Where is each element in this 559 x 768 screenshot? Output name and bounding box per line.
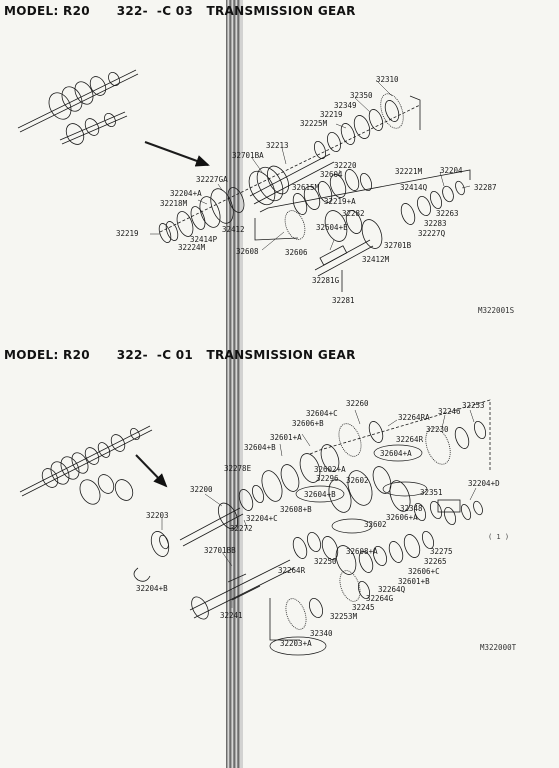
- part-label: 32278E: [224, 464, 252, 473]
- callout-ovals: [269, 444, 428, 656]
- part-label: 32265: [424, 557, 447, 566]
- part-label: 32615M: [292, 183, 320, 192]
- part-label: 32310: [376, 75, 399, 84]
- top-lower-shaft: [314, 239, 374, 292]
- part-label: 32253: [462, 401, 485, 410]
- page-fold-shadow: [226, 0, 240, 768]
- part-label: 32351: [420, 488, 443, 497]
- top-right-parts: [254, 169, 471, 241]
- part-label: 32219: [320, 110, 343, 119]
- part-label: 32601+A: [270, 433, 302, 442]
- top-arrow: [144, 141, 210, 167]
- part-label: 32260: [346, 399, 369, 408]
- part-label: 32230: [426, 425, 449, 434]
- part-label: 32701BA: [232, 151, 264, 160]
- part-label: 32604+E: [316, 223, 348, 232]
- part-label: 32604: [320, 170, 343, 179]
- page-fold-edge: [240, 0, 243, 768]
- part-label: 32608: [236, 247, 259, 256]
- bottom-countershaft: [189, 530, 435, 641]
- part-label: 32340: [310, 629, 333, 638]
- part-label: 32606+C: [408, 567, 440, 576]
- bottom-diagram-title: MODEL: R20 322- -C 01 TRANSMISSION GEAR: [4, 348, 356, 362]
- part-label: 32203+A: [280, 639, 312, 648]
- part-label: 32604+C: [306, 409, 338, 418]
- part-label: 32296: [316, 474, 339, 483]
- part-label: 32606: [285, 248, 308, 257]
- part-label: 32281G: [312, 276, 340, 285]
- part-label: 32349: [334, 101, 357, 110]
- part-label: 32608+A: [346, 547, 378, 556]
- part-label: 32264RA: [398, 413, 430, 422]
- part-label: 32414Q: [400, 183, 428, 192]
- part-label: 32203: [146, 511, 169, 520]
- part-label: 32220: [334, 161, 357, 170]
- bottom-main-shaft: [179, 420, 487, 547]
- part-label: 32245: [352, 603, 375, 612]
- part-label: 32204+A: [170, 189, 202, 198]
- part-label: 32264R: [396, 435, 424, 444]
- bottom-drawing-code: M322000T: [480, 643, 517, 652]
- part-label: 32281: [332, 296, 355, 305]
- part-label: 32264Q: [378, 585, 406, 594]
- top-overview-assembly: [17, 69, 139, 145]
- part-label: 32602: [364, 520, 387, 529]
- part-label: 32241: [220, 611, 243, 620]
- top-middle-parts: [284, 169, 383, 249]
- bottom-left-bearing: [133, 531, 170, 582]
- part-label: 32601+B: [398, 577, 430, 586]
- part-label: 32348: [400, 504, 423, 513]
- part-label: 32200: [190, 485, 213, 494]
- part-label: 32275: [430, 547, 453, 556]
- part-label: 32606+A: [386, 513, 418, 522]
- part-label: 32221M: [395, 167, 423, 176]
- top-diagram-title: MODEL: R20 322- -C 03 TRANSMISSION GEAR: [4, 4, 356, 18]
- part-label: 32204+B: [136, 584, 168, 593]
- part-label: 32264R: [278, 566, 306, 575]
- part-label: 32246: [438, 407, 461, 416]
- part-label: 32227Q: [418, 229, 446, 238]
- part-label: 32213: [266, 141, 289, 150]
- part-label: 32225M: [300, 119, 328, 128]
- bottom-arrow: [135, 454, 168, 488]
- part-label: 32282: [342, 209, 365, 218]
- part-label: 32218M: [160, 199, 188, 208]
- part-label: 32604+B: [244, 443, 276, 452]
- part-label: 32287: [474, 183, 497, 192]
- page-marker: ( 1 ): [488, 533, 510, 541]
- part-label: 32602+A: [314, 465, 346, 474]
- part-label: 32701B: [384, 241, 412, 250]
- part-label: 32264G: [366, 594, 394, 603]
- part-label: 32412M: [362, 255, 390, 264]
- part-label: 32350: [350, 91, 373, 100]
- part-label: 32608+B: [280, 505, 312, 514]
- bottom-overview-assembly: [19, 425, 153, 505]
- part-label: 32412: [222, 225, 245, 234]
- part-label: 32253M: [330, 612, 358, 621]
- part-label: 32204+D: [468, 479, 500, 488]
- part-label: 32604+B: [304, 490, 336, 499]
- part-label: 32263: [436, 209, 459, 218]
- part-label: 32219: [116, 229, 139, 238]
- part-label: 32283: [424, 219, 447, 228]
- top-input-shaft: [248, 153, 335, 206]
- part-label: 32224M: [178, 243, 206, 252]
- top-drawing-code: M322001S: [478, 306, 515, 315]
- part-label: 32250: [314, 557, 337, 566]
- part-label: 32604+A: [380, 449, 412, 458]
- top-rings-left: [158, 187, 245, 243]
- part-label: 32219+A: [324, 197, 356, 206]
- part-label: 32701BB: [204, 546, 236, 555]
- part-label: 32204: [440, 166, 463, 175]
- part-label: 32602: [346, 476, 369, 485]
- part-label: 32204+C: [246, 514, 278, 523]
- part-label: 32227GA: [196, 175, 228, 184]
- part-label: 32272: [230, 524, 253, 533]
- top-upper-gears: [313, 93, 421, 160]
- part-label: 32606+B: [292, 419, 324, 428]
- part-label: 32414P: [190, 235, 218, 244]
